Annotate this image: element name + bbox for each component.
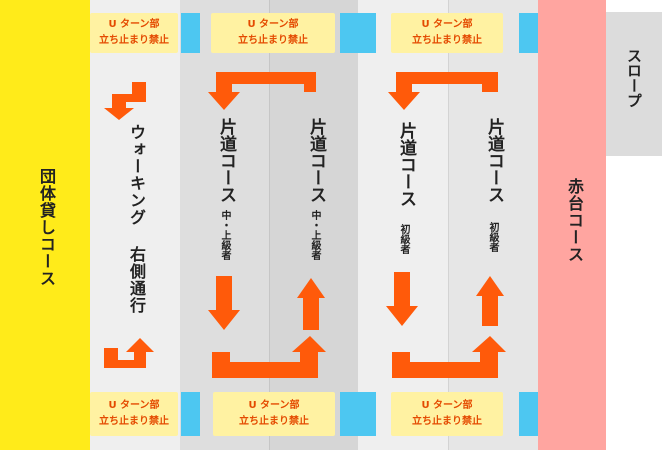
uturn-sign-bottom-walking: U ターン部立ち止まり禁止	[90, 392, 178, 436]
walking-lane-label: ウォーキング	[127, 124, 146, 226]
marker-bottom-2	[340, 392, 376, 436]
marker-top-1	[181, 13, 200, 53]
beginner-top-bracket-arrow	[388, 72, 498, 110]
mid-right-up-arrow	[303, 298, 319, 330]
beginner-right-up-arrow	[482, 296, 498, 326]
walking-lane-sub-label: 右側通行	[127, 246, 146, 314]
beginner-right-level-label: 初級者	[487, 222, 498, 252]
mid-bottom-bracket-arrow	[212, 336, 326, 378]
mid-right-up-arrowhead	[297, 278, 325, 298]
mid-left-course-label: 片道コース	[216, 118, 236, 203]
uturn-sign-top-walking: U ターン部立ち止まり禁止	[90, 13, 178, 53]
red-lane-label: 赤台コース	[565, 178, 584, 263]
beginner-right-course-label: 片道コース	[484, 118, 504, 203]
beginner-bottom-bracket-arrow	[392, 336, 506, 378]
beginner-left-course-label: 片道コース	[396, 122, 416, 207]
group-lane	[0, 0, 90, 450]
lane-divider	[448, 0, 449, 450]
uturn-sign-top-mid: U ターン部立ち止まり禁止	[211, 13, 335, 53]
mid-left-level-label: 中・上級者	[219, 210, 230, 260]
mid-left-down-arrow	[208, 276, 240, 330]
uturn-sign-top-beginner: U ターン部立ち止まり禁止	[391, 13, 503, 53]
beginner-left-down-arrow	[386, 272, 418, 326]
red-lane	[538, 0, 606, 450]
walking-lane	[90, 0, 180, 450]
marker-top-2	[340, 13, 376, 53]
beginner-right-up-arrowhead	[476, 276, 504, 296]
marker-bottom-1	[181, 392, 200, 436]
slope-area	[606, 12, 662, 156]
lane-divider	[269, 0, 270, 450]
walking-bottom-arrow	[104, 338, 154, 368]
walking-top-arrow	[104, 82, 146, 120]
mid-top-bracket-arrow	[208, 72, 316, 110]
uturn-sign-bottom-beginner: U ターン部立ち止まり禁止	[391, 392, 503, 436]
beginner-left-level-label: 初級者	[398, 224, 409, 254]
slope-label: スロープ	[625, 48, 643, 108]
mid-right-level-label: 中・上級者	[309, 210, 320, 260]
uturn-sign-bottom-mid: U ターン部立ち止まり禁止	[213, 392, 335, 436]
mid-right-course-label: 片道コース	[306, 118, 326, 203]
group-lane-label: 団体貸しコース	[37, 168, 56, 287]
marker-bottom-3	[519, 392, 538, 436]
marker-top-3	[519, 13, 538, 53]
